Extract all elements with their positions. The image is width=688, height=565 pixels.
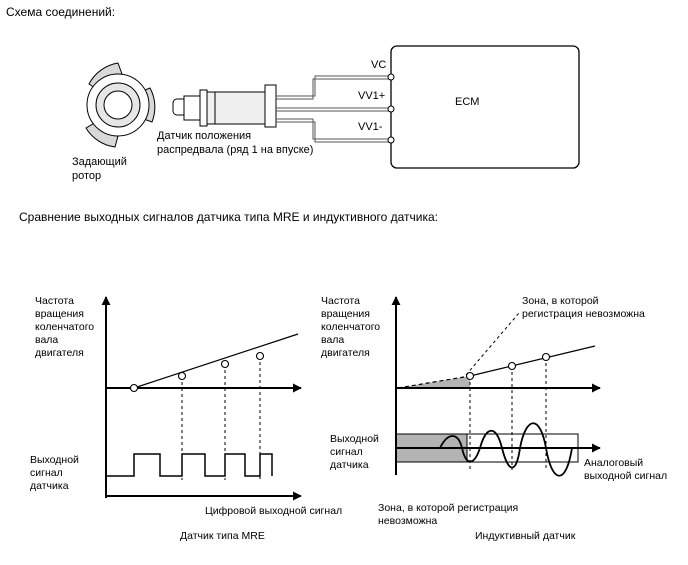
- mre-caption: Датчик типа MRE: [180, 530, 265, 542]
- timing-rotor-icon: [85, 62, 156, 148]
- ecm-pin-terminals: [387, 73, 395, 144]
- ecm-pin-vv1-plus: VV1+: [358, 90, 385, 102]
- inductive-y-label: Частота вращения коленчатого вала двигат…: [321, 295, 383, 359]
- sensor-wires: [276, 75, 391, 143]
- cam-sensor-icon: [172, 84, 277, 128]
- ecm-pin-vv1-minus: VV1-: [358, 121, 383, 133]
- inductive-speed-line: [469, 345, 596, 377]
- mre-pulse-points: [129, 351, 265, 393]
- mre-guide-lines: [181, 356, 261, 480]
- inductive-zone-top-leader: [465, 312, 520, 376]
- inductive-analog-waveform: [439, 422, 573, 477]
- inductive-analog-label: Аналоговый выходной сигнал: [584, 457, 667, 482]
- ecm-label: ECM: [455, 96, 479, 108]
- inductive-signal-label: Выходной сигнал датчика: [330, 433, 382, 471]
- rotor-label: Задающий ротор: [72, 156, 130, 182]
- ecm-pin-vc: VC: [371, 59, 386, 71]
- ecm-box: [390, 45, 580, 169]
- inductive-zone-top-label: Зона, в которой регистрация невозможна: [522, 295, 645, 320]
- sensor-label: Датчик положения распредвала (ряд 1 на в…: [157, 130, 313, 156]
- inductive-speed-dashed: [397, 375, 471, 389]
- mre-y-label: Частота вращения коленчатого вала двигат…: [35, 295, 97, 359]
- inductive-zone-bottom-label: Зона, в которой регистрация невозможна: [378, 502, 521, 527]
- inductive-graph: Частота вращения коленчатого вала двигат…: [321, 295, 667, 542]
- mre-speed-line: [133, 333, 299, 389]
- mre-digital-waveform: [106, 453, 273, 477]
- mre-digital-caption: Цифровой выходной сигнал: [205, 505, 342, 517]
- inductive-guide-lines: [469, 357, 547, 470]
- section2-title: Сравнение выходных сигналов датчика типа…: [19, 210, 438, 224]
- inductive-caption: Индуктивный датчик: [475, 530, 576, 542]
- inductive-pulse-points: [465, 352, 551, 381]
- mre-graph: Частота вращения коленчатого вала двигат…: [30, 295, 342, 542]
- mre-signal-label: Выходной сигнал датчика: [30, 454, 82, 492]
- section1-title: Схема соединений:: [6, 5, 115, 19]
